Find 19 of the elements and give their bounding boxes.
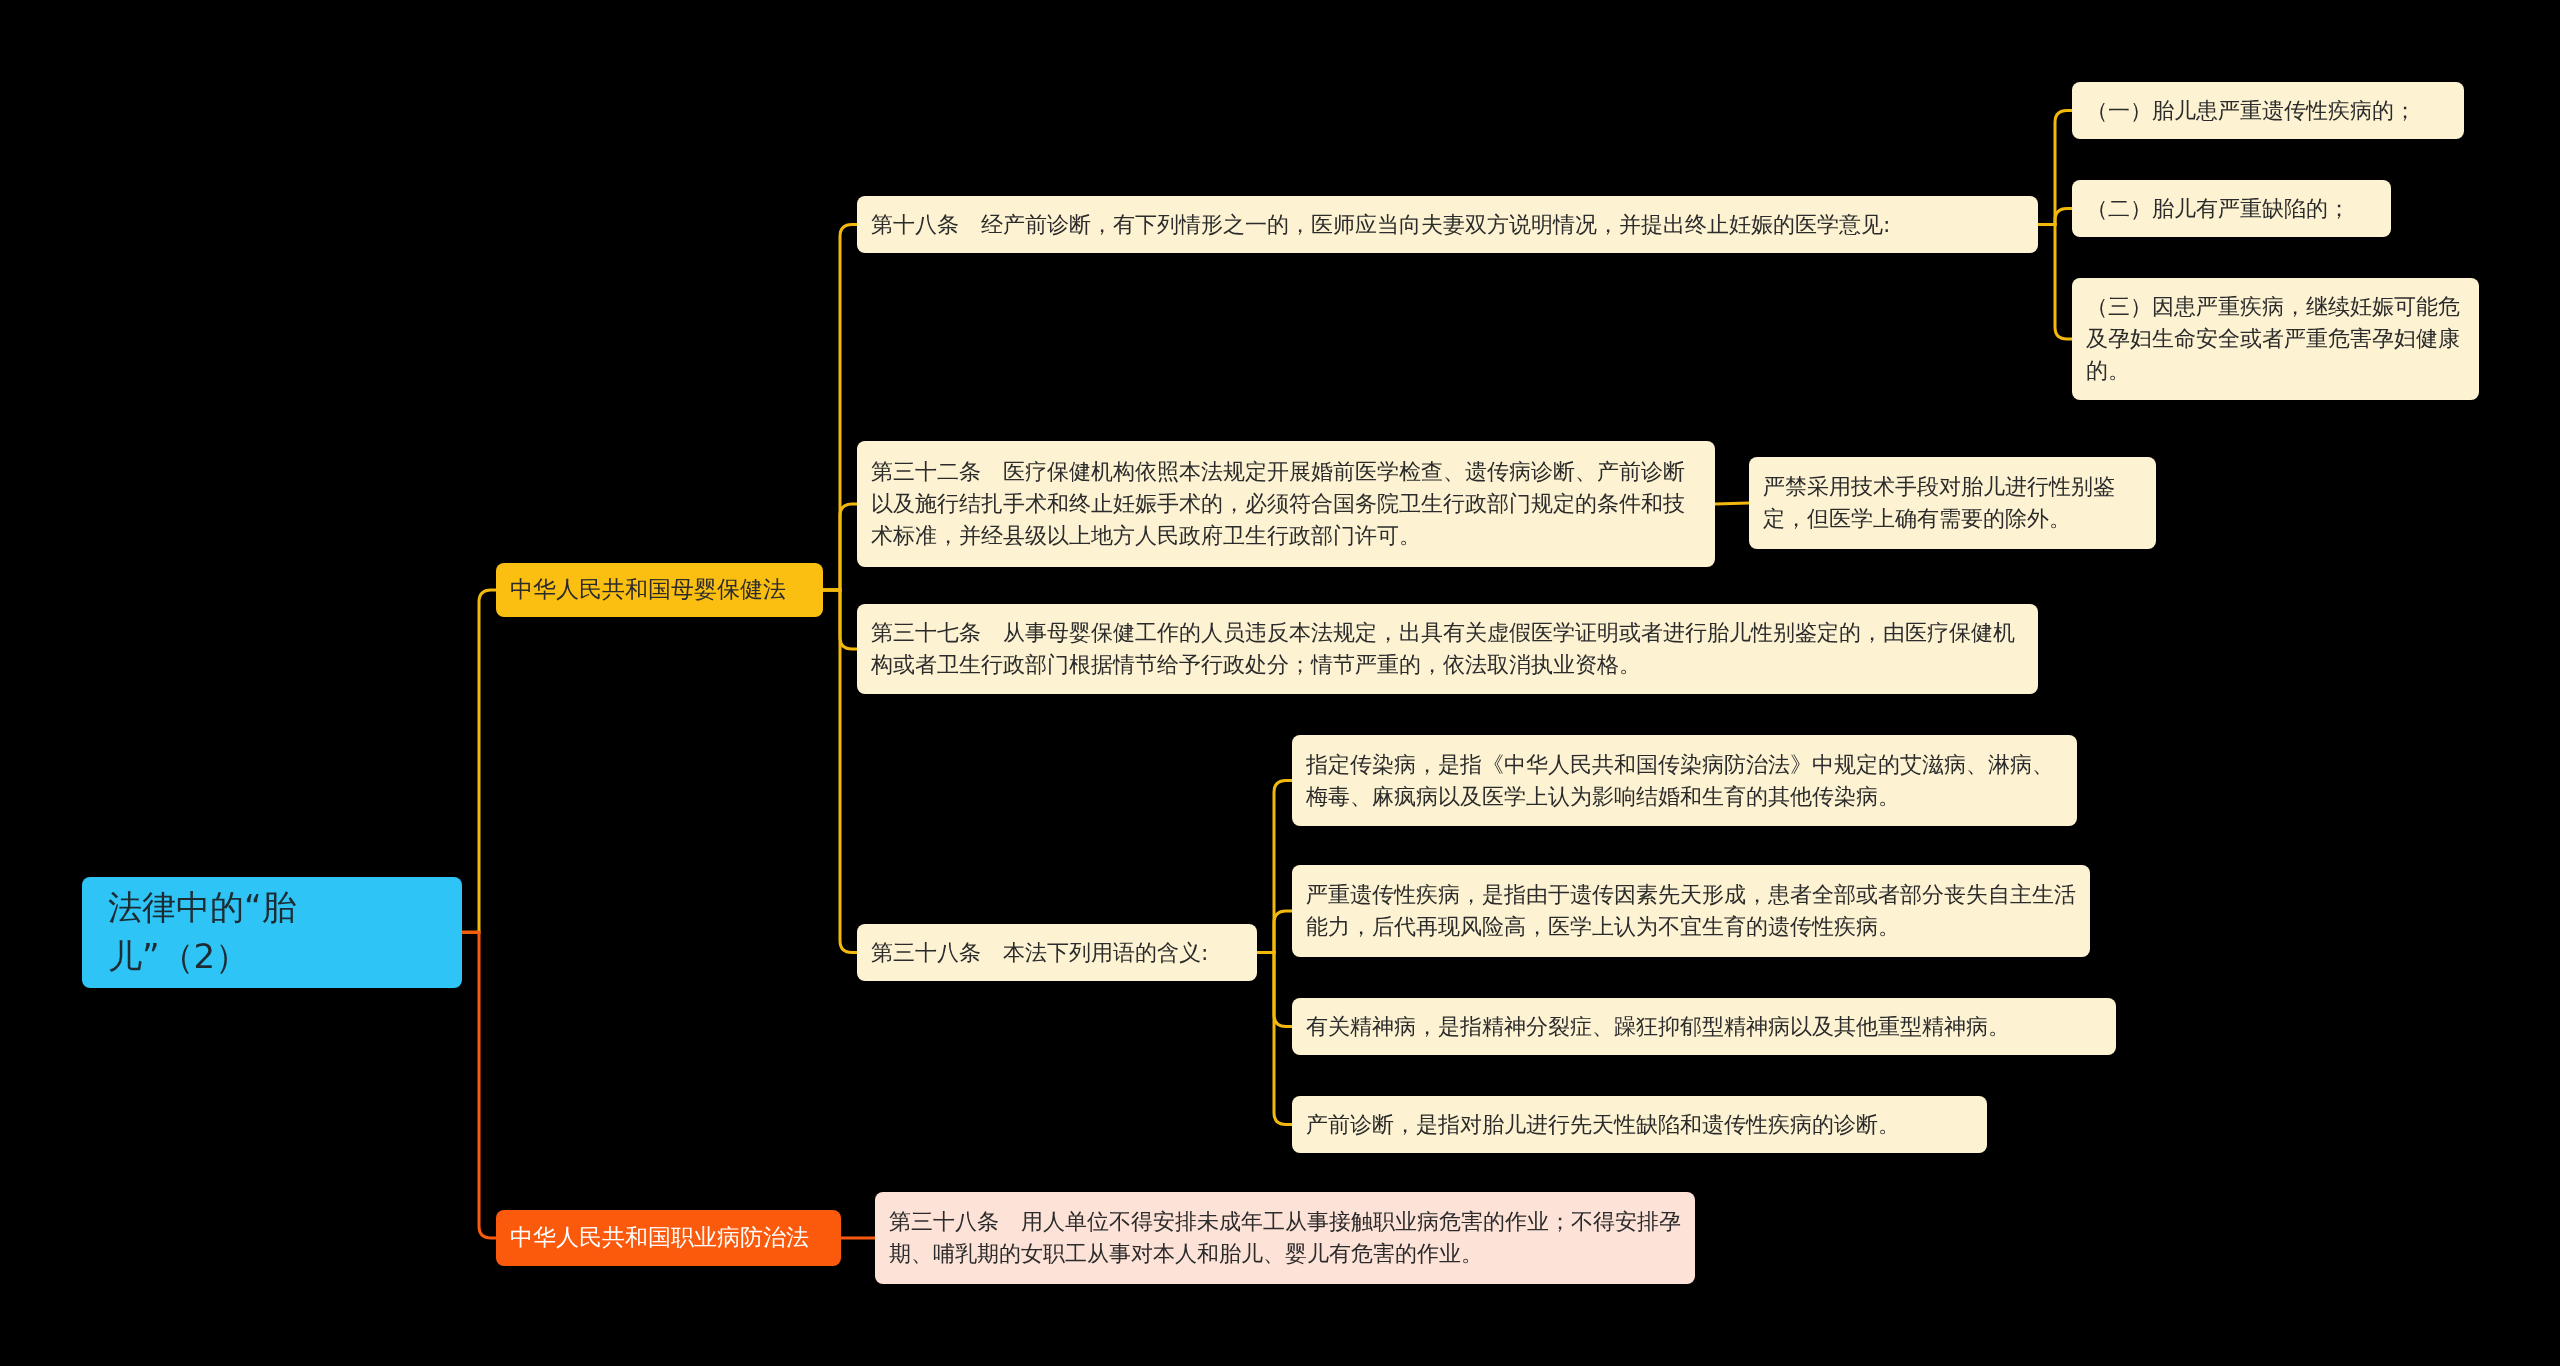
note-box: 严禁采用技术手段对胎儿进行性别鉴定，但医学上确有需要的除外。 [1749, 457, 2156, 549]
article-box: 第三十七条 从事母婴保健工作的人员违反本法规定，出具有关虚假医学证明或者进行胎儿性别鉴定的，由医疗保健机构或者卫生行政部门根据情节给予行政处分；情节严重的，依法取消执业资格。 [857, 604, 2038, 694]
root-topic-box: 法律中的“胎儿”（2） [82, 877, 462, 988]
article-box: 第三十八条 本法下列用语的含义: [857, 924, 1257, 981]
item-box: （二）胎儿有严重缺陷的； [2072, 180, 2391, 237]
item-box: （一）胎儿患严重遗传性疾病的； [2072, 82, 2464, 139]
definition-box: 指定传染病，是指《中华人民共和国传染病防治法》中规定的艾滋病、淋病、梅毒、麻疯病以及医学上认为影响结婚和生育的其他传染病。 [1292, 735, 2077, 826]
connector-line [841, 1236, 875, 1240]
connector-line [1714, 501, 1750, 506]
article-box: 第三十八条 用人单位不得安排未成年工从事接触职业病危害的作业；不得安排孕期、哺乳期的女职工从事对本人和胎儿、婴儿有危害的作业。 [875, 1192, 1695, 1284]
article-box: 第三十二条 医疗保健机构依照本法规定开展婚前医学检查、遗传病诊断、产前诊断以及施行结扎手术和终止妊娠手术的，必须符合国务院卫生行政部门规定的条件和技术标准，并经县级以上地方人民政府卫生行政部门许可。 [857, 441, 1715, 567]
branch-box: 中华人民共和国母婴保健法 [496, 563, 823, 617]
definition-box: 有关精神病，是指精神分裂症、躁狂抑郁型精神病以及其他重型精神病。 [1292, 998, 2116, 1055]
definition-box: 产前诊断，是指对胎儿进行先天性缺陷和遗传性疾病的诊断。 [1292, 1096, 1987, 1153]
item-box: （三）因患严重疾病，继续妊娠可能危及孕妇生命安全或者严重危害孕妇健康的。 [2072, 278, 2479, 400]
connector-line [462, 930, 496, 1240]
article-box: 第十八条 经产前诊断，有下列情形之一的，医师应当向夫妻双方说明情况，并提出终止妊娠的医学意见: [857, 196, 2038, 253]
definition-box: 严重遗传性疾病，是指由于遗传因素先天形成，患者全部或者部分丧失自主生活能力，后代再现风险高，医学上认为不宜生育的遗传性疾病。 [1292, 865, 2090, 957]
branch-box: 中华人民共和国职业病防治法 [496, 1210, 841, 1266]
